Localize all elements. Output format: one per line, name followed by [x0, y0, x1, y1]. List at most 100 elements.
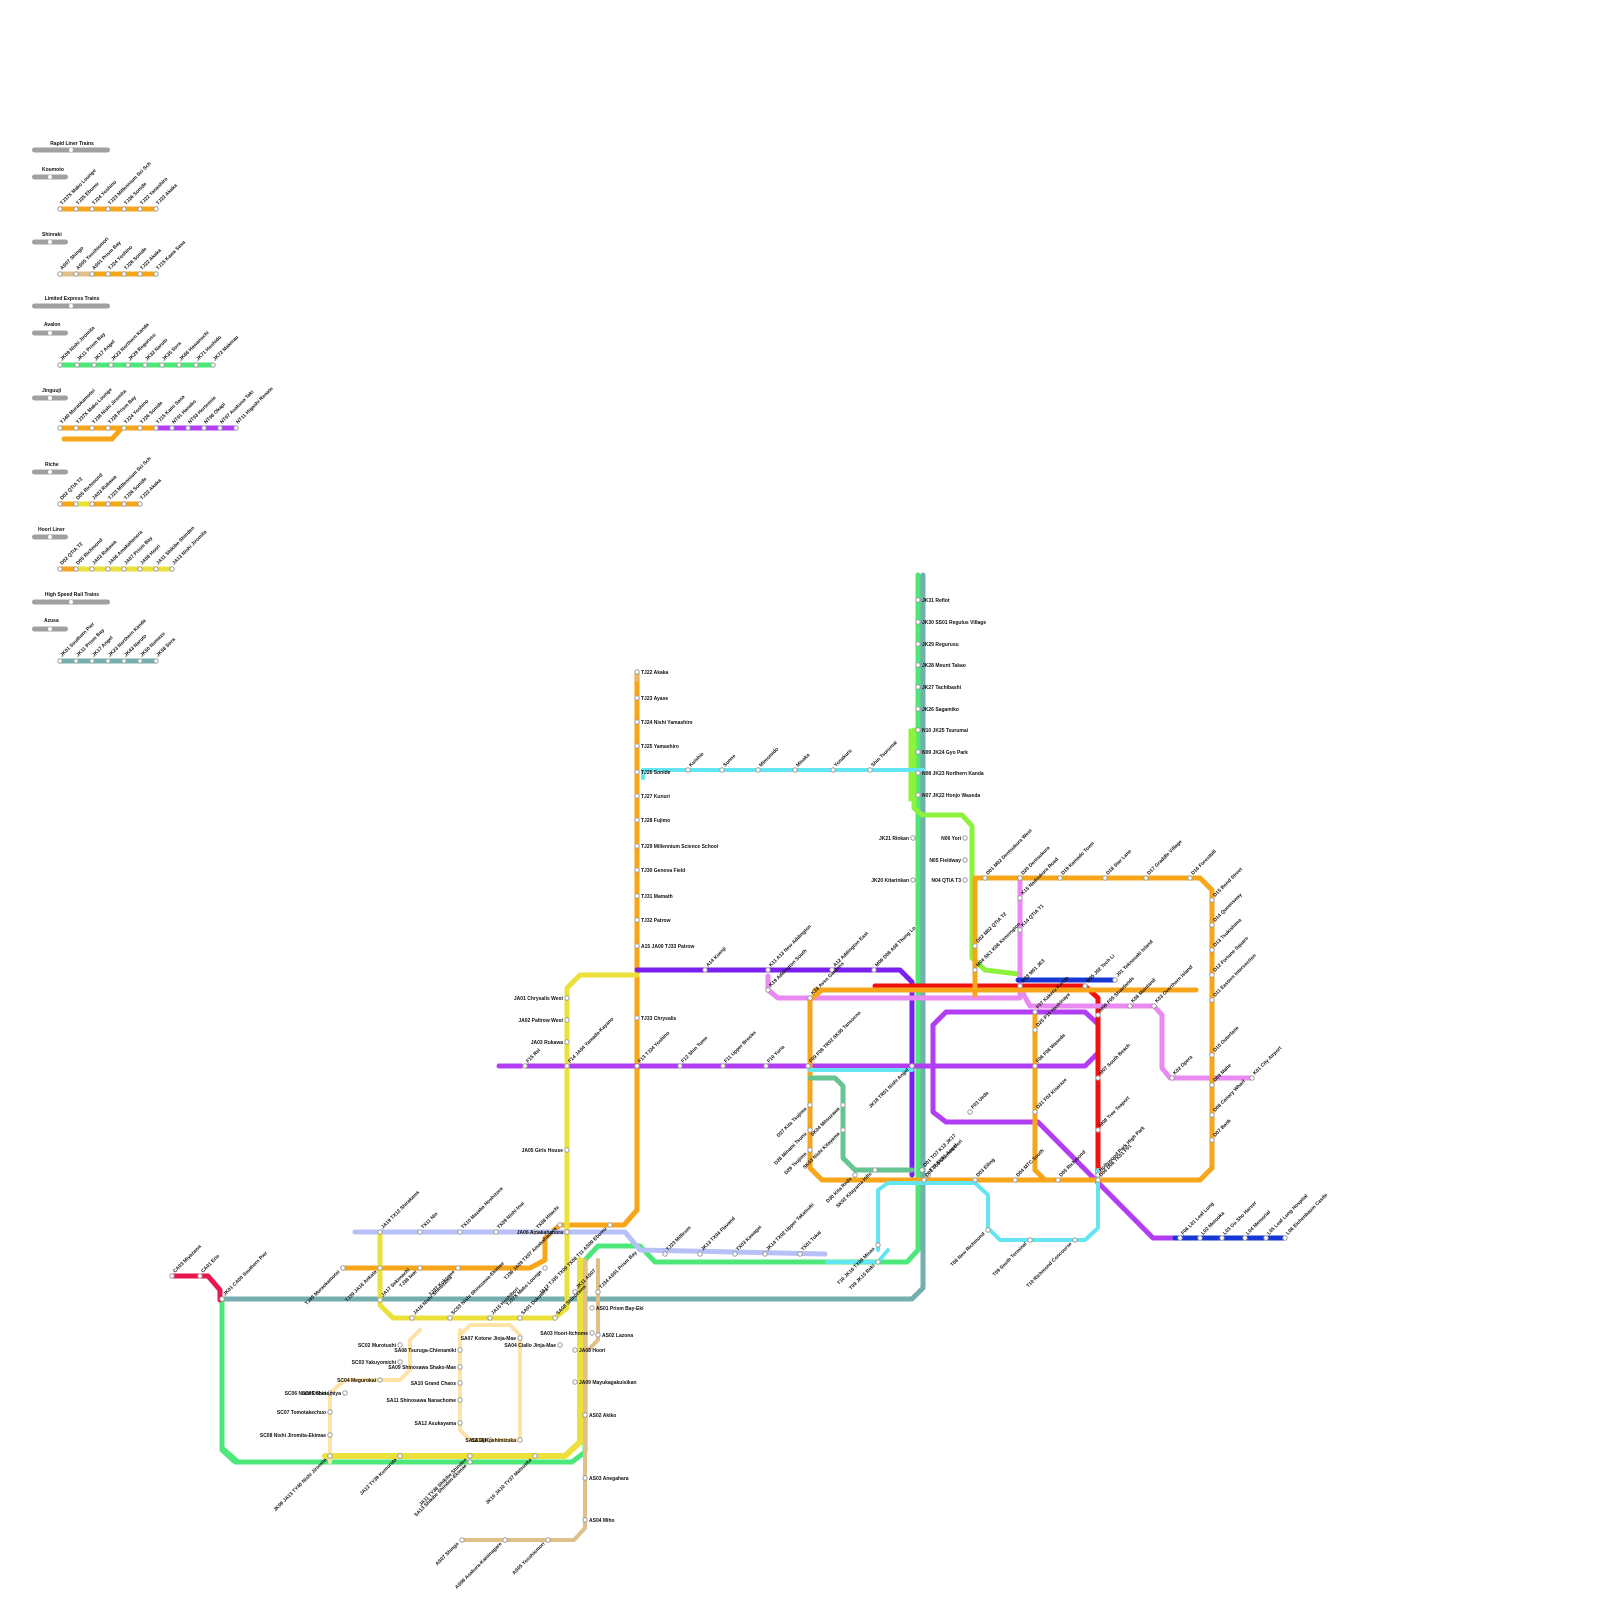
- station-marker-as_line-5[interactable]: [583, 1476, 587, 1480]
- station-marker-inner_loop-6[interactable]: [1033, 1110, 1037, 1114]
- station-marker-orange_south-3[interactable]: [1056, 1178, 1060, 1182]
- station-marker-sa_line-3[interactable]: [458, 1348, 462, 1352]
- station-marker-as_line-0[interactable]: [590, 1306, 594, 1310]
- station-marker-tj_southwest-3[interactable]: [456, 1266, 460, 1270]
- station-marker-tan_bottom-1[interactable]: [503, 1538, 507, 1542]
- station-marker-red_line-0[interactable]: [1018, 984, 1022, 988]
- station-marker-purple_mid-1[interactable]: [565, 1064, 569, 1068]
- station-marker-trunk-9[interactable]: [916, 793, 920, 797]
- station-marker-orange_south-1[interactable]: [973, 1178, 977, 1182]
- station-marker-sa_line-4[interactable]: [458, 1365, 462, 1369]
- station-marker-lower_mid-4[interactable]: [798, 1252, 802, 1256]
- station-marker-seagreen_loop-2[interactable]: [873, 1168, 877, 1172]
- station-marker-pink_line-7[interactable]: [1250, 1076, 1254, 1080]
- station-marker-cyan_top-1[interactable]: [720, 768, 724, 772]
- station-marker-trunk-8[interactable]: [916, 771, 920, 775]
- station-marker-sa_line-0[interactable]: [590, 1331, 594, 1335]
- station-marker-tj_north-11[interactable]: [635, 944, 639, 948]
- station-marker-seagreen_loop-0[interactable]: [841, 1103, 845, 1107]
- station-marker-orange_east-9[interactable]: [1210, 973, 1214, 977]
- station-marker-violet_top-1[interactable]: [766, 968, 770, 972]
- station-marker-seagreen_loop-7[interactable]: [853, 1173, 857, 1177]
- station-marker-yellow_south-2[interactable]: [448, 1316, 452, 1320]
- station-marker-pink_line-6[interactable]: [1170, 1076, 1174, 1080]
- station-marker-lavender_line-2[interactable]: [458, 1230, 462, 1234]
- station-marker-sc_line-1[interactable]: [398, 1360, 402, 1364]
- station-marker-red_line-2[interactable]: [1113, 978, 1117, 982]
- station-marker-trunk-4[interactable]: [916, 685, 920, 689]
- station-marker-blue_east-0[interactable]: [1178, 1236, 1182, 1240]
- station-marker-bottom_row-1[interactable]: [398, 1454, 402, 1458]
- station-marker-trunk-6[interactable]: [916, 728, 920, 732]
- station-marker-tj_north-8[interactable]: [635, 868, 639, 872]
- station-marker-ja_west-2[interactable]: [565, 1040, 569, 1044]
- station-marker-inner_loop-2[interactable]: [1033, 1010, 1037, 1014]
- station-marker-orange_east-12[interactable]: [1210, 1083, 1214, 1087]
- station-marker-sc_line-6[interactable]: [328, 1433, 332, 1437]
- station-marker-ja_west-0[interactable]: [565, 996, 569, 1000]
- station-marker-violet_top-3[interactable]: [872, 968, 876, 972]
- station-marker-bottom_row-0[interactable]: [328, 1454, 332, 1458]
- station-marker-orange_east-1[interactable]: [1018, 876, 1022, 880]
- station-marker-tj_southwest-6[interactable]: [608, 1223, 612, 1227]
- station-marker-seagreen_loop-6[interactable]: [808, 1148, 812, 1152]
- station-marker-yellow_south-4[interactable]: [518, 1316, 522, 1320]
- station-marker-inner_loop-4[interactable]: [1033, 1028, 1037, 1032]
- station-marker-orange_south-2[interactable]: [1013, 1178, 1017, 1182]
- station-marker-red_line-3[interactable]: [1096, 1013, 1100, 1017]
- station-marker-trunk-0[interactable]: [916, 598, 920, 602]
- station-marker-cyan_south-1[interactable]: [1028, 1238, 1032, 1242]
- station-marker-pink_line-5[interactable]: [1152, 1004, 1156, 1008]
- station-marker-orange_east-10[interactable]: [1210, 998, 1214, 1002]
- station-marker-lime_west-1[interactable]: [963, 858, 967, 862]
- station-marker-orange_east-0[interactable]: [983, 876, 987, 880]
- station-marker-lavender_line-3[interactable]: [494, 1230, 498, 1234]
- station-marker-orange_east-11[interactable]: [1210, 1053, 1214, 1057]
- station-marker-inner_loop-5[interactable]: [968, 1110, 972, 1114]
- station-marker-seagreen_loop-3[interactable]: [910, 1064, 914, 1068]
- station-marker-orange_east-5[interactable]: [1188, 876, 1192, 880]
- station-marker-ja_west-3[interactable]: [565, 1148, 569, 1152]
- station-marker-tj_north-6[interactable]: [635, 818, 639, 822]
- station-marker-seagreen_loop-8[interactable]: [876, 1243, 880, 1247]
- station-marker-blue_east-1[interactable]: [1198, 1236, 1202, 1240]
- station-marker-tj_north-12[interactable]: [635, 1016, 639, 1020]
- station-marker-pink_line-2[interactable]: [1018, 896, 1022, 900]
- station-marker-yellow_south-1[interactable]: [410, 1316, 414, 1320]
- station-marker-sa_line-2[interactable]: [518, 1336, 522, 1340]
- station-marker-tan_bottom-0[interactable]: [460, 1538, 464, 1542]
- station-marker-cyan_top-2[interactable]: [756, 768, 760, 772]
- station-marker-cyan_top-5[interactable]: [868, 768, 872, 772]
- station-marker-blue_east-3[interactable]: [1243, 1236, 1247, 1240]
- station-marker-orange_east-6[interactable]: [1210, 898, 1214, 902]
- station-marker-seagreen_loop-9[interactable]: [876, 1260, 880, 1264]
- station-marker-as_line-4[interactable]: [583, 1413, 587, 1417]
- station-marker-pink_line-0[interactable]: [766, 988, 770, 992]
- station-marker-teal_southwest-0[interactable]: [170, 1274, 174, 1278]
- station-marker-teal_southwest-1[interactable]: [198, 1274, 202, 1278]
- station-marker-purple_mid-6[interactable]: [806, 1064, 810, 1068]
- station-marker-tj_southwest-2[interactable]: [418, 1266, 422, 1270]
- station-marker-yellow_south-0[interactable]: [378, 1298, 382, 1302]
- station-marker-lavender_line-1[interactable]: [418, 1230, 422, 1234]
- station-marker-blue_east-2[interactable]: [1220, 1236, 1224, 1240]
- station-marker-tj_north-2[interactable]: [635, 720, 639, 724]
- station-marker-ja_west-1[interactable]: [565, 1018, 569, 1022]
- station-marker-orange_east-8[interactable]: [1210, 948, 1214, 952]
- station-marker-sc_line-0[interactable]: [398, 1343, 402, 1347]
- station-marker-yellow_south-5[interactable]: [553, 1316, 557, 1320]
- station-marker-cyan_top-0[interactable]: [686, 768, 690, 772]
- station-marker-trunk-7[interactable]: [916, 750, 920, 754]
- station-marker-blue_east-4[interactable]: [1264, 1236, 1268, 1240]
- station-marker-sa_line-6[interactable]: [458, 1398, 462, 1402]
- station-marker-orange_east-3[interactable]: [1103, 876, 1107, 880]
- station-marker-red_line-4[interactable]: [1096, 1076, 1100, 1080]
- station-marker-tj_north-9[interactable]: [635, 894, 639, 898]
- station-marker-lavender_line-0[interactable]: [378, 1230, 382, 1234]
- station-marker-trunk-3[interactable]: [916, 663, 920, 667]
- station-marker-lower_mid-1[interactable]: [698, 1252, 702, 1256]
- station-marker-cyan_south-2[interactable]: [1073, 1238, 1077, 1242]
- station-marker-bottom_row-2[interactable]: [468, 1454, 472, 1458]
- station-marker-trunk_left-0[interactable]: [911, 836, 915, 840]
- station-marker-as_line-2[interactable]: [573, 1348, 577, 1352]
